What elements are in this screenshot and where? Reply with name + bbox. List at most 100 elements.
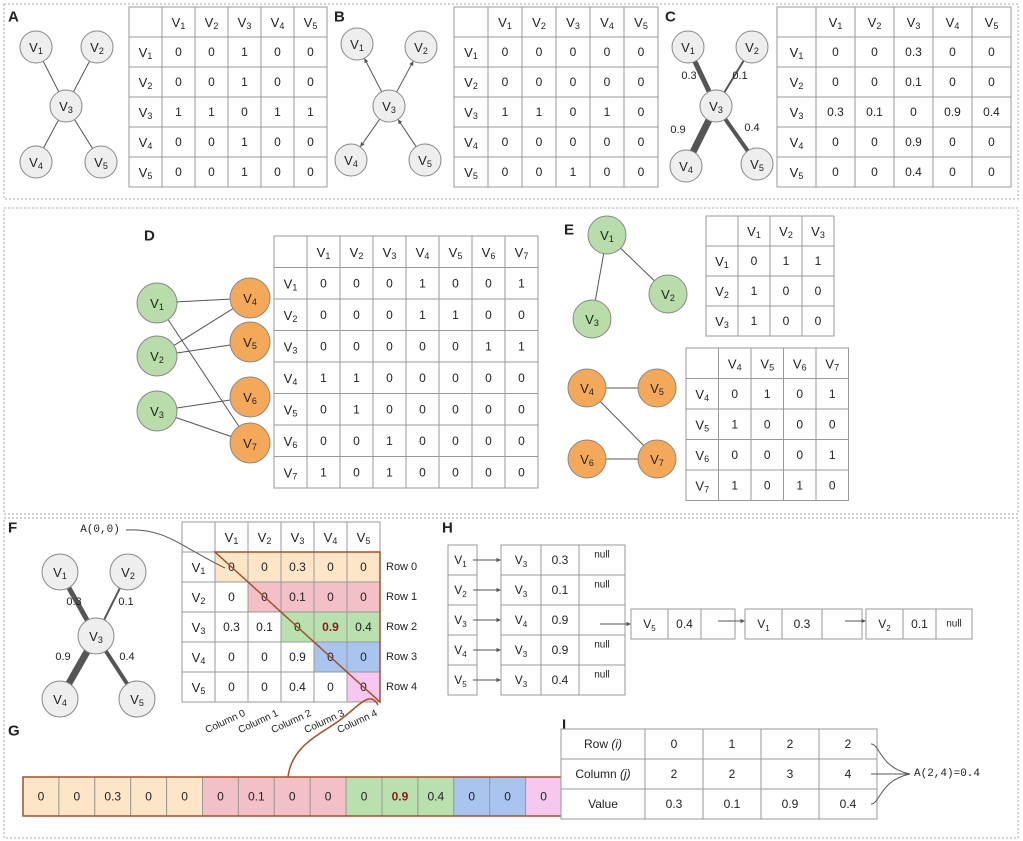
panel-G-value: 0 <box>74 790 81 804</box>
panel-D-table-cell <box>273 424 308 457</box>
panel-H-list-value: V4 <box>515 613 528 629</box>
panel-E-table-2-cell <box>783 408 817 440</box>
panel-B-table-value: 0 <box>502 75 509 89</box>
panel-D-table-value: 1 <box>320 371 327 385</box>
panel-D-table-cell <box>306 393 341 426</box>
panel-C-edge <box>723 117 750 153</box>
panel-B-node-label: V5 <box>418 153 432 170</box>
panel-F-table-cell <box>181 551 216 583</box>
panel-D-table-cell <box>438 456 473 489</box>
panel-G-label: G <box>8 723 20 740</box>
panel-D-table-cell <box>471 456 506 489</box>
panel-H-chain-value: 0.4 <box>676 617 693 631</box>
panel-F-weight: 0.3 <box>66 596 81 608</box>
panel-G-cell <box>381 776 419 817</box>
panel-I-cell <box>702 728 762 760</box>
panel-F-table-cell <box>280 581 315 613</box>
panel-F-table-row-label: V5 <box>192 680 206 697</box>
panel-B-table-value: 0 <box>638 75 645 89</box>
panel-D-table-value: 1 <box>353 402 360 416</box>
panel-D-node-label: V3 <box>150 404 164 421</box>
panel-I-row-header: Row (i) <box>584 737 622 751</box>
panel-F-table-row-label: V3 <box>192 620 206 637</box>
panel-E-edge <box>599 401 645 446</box>
panel-D-table-value: 0 <box>386 371 393 385</box>
panel-C-node-label: V1 <box>681 40 695 57</box>
panel-G-value: 0.1 <box>248 790 265 804</box>
panel-G-value: 0.3 <box>104 790 121 804</box>
panel-H-list-value: 0.3 <box>552 553 569 567</box>
panel-E-table-2-cell <box>815 469 849 501</box>
panel-F-table-cell <box>280 521 315 553</box>
panel-C-table-header: V1 <box>829 15 843 32</box>
panel-A-table-cell <box>293 36 328 68</box>
panel-B-table-value: 0 <box>604 45 611 59</box>
panel-F-edge <box>66 586 90 622</box>
panel-E-table-2-cell <box>685 408 719 440</box>
panel-A-table-cell <box>161 126 196 158</box>
panel-D-table-cell <box>504 361 539 394</box>
panel-E-table-1-cell <box>769 305 803 337</box>
panel-E-table-2-cell <box>815 408 849 440</box>
panel-A-table-value: 0 <box>208 165 215 179</box>
panel-C-table-cell <box>815 156 856 188</box>
panel-B-table-value: 0 <box>638 45 645 59</box>
panel-D-table-value: 0 <box>452 276 459 290</box>
panel-G-value: 0 <box>361 790 368 804</box>
panel-C-node <box>735 30 769 64</box>
panel-C-node-label: V5 <box>750 157 764 174</box>
panel-H-chain-value: V1 <box>757 617 770 633</box>
panel-E-table-2-cell <box>750 469 784 501</box>
panel-B-arrow <box>359 118 381 148</box>
panel-A-table-row-label: V4 <box>139 135 153 152</box>
panel-C-table-header: V3 <box>907 15 921 32</box>
panel-E-node <box>637 368 677 408</box>
panel-A-node <box>19 145 53 179</box>
panel-I-annotation: A(2,4)=0.4 <box>914 768 980 780</box>
panel-C-table-header: V2 <box>868 15 882 32</box>
panel-D-table-value: 1 <box>419 308 426 322</box>
panel-E-node-label: V3 <box>585 312 599 329</box>
panel-H-chain-cell <box>667 608 702 640</box>
panel-F-table-cell <box>247 521 282 553</box>
panel-I-row-header: Value <box>588 797 618 811</box>
panel-E-table-1-value: 0 <box>783 314 790 328</box>
panel-B-table-cell <box>623 156 659 188</box>
panel-B-node <box>408 143 442 177</box>
panel-F-table-value: 0 <box>261 560 268 574</box>
panel-F-node-label: V4 <box>53 692 67 709</box>
panel-B-label: B <box>334 9 345 26</box>
panel-C-table-value: 0.1 <box>905 75 922 89</box>
panel-A-table-value: 0 <box>274 75 281 89</box>
panel-I-value: 2 <box>787 737 794 751</box>
panel-B-table-cell <box>623 36 659 68</box>
panel-H-list-value: 0.4 <box>552 673 569 687</box>
panel-F-table-header: V2 <box>258 530 272 547</box>
panel-D-table-value: 0 <box>353 339 360 353</box>
panel-D-node <box>229 422 271 464</box>
panel-A-node <box>49 89 83 123</box>
panel-E-table-2-value: 0 <box>731 387 738 401</box>
panel-D-node <box>136 282 178 324</box>
panel-D-table-value: 0 <box>452 371 459 385</box>
panel-A-label: A <box>8 9 19 26</box>
panel-C-node <box>699 89 733 123</box>
panel-D-table-value: 1 <box>386 465 393 479</box>
panel-H-list-value: V3 <box>515 583 528 599</box>
panel-C-table-row-label: V1 <box>790 45 804 62</box>
panel-I-cell <box>760 758 820 790</box>
panel-C-table-cell <box>932 6 973 38</box>
panel-C-table-cell <box>971 36 1012 68</box>
panel-D-table-row-label: V4 <box>284 370 298 387</box>
panel-D-node-label: V6 <box>243 390 257 407</box>
panel-E-table-2-value: 0 <box>796 448 803 462</box>
panel-H-list-value: V3 <box>515 673 528 689</box>
panel-D-table-cell <box>405 361 440 394</box>
panel-D-table-header: V3 <box>383 244 397 261</box>
panel-C-table-value: 0 <box>832 45 839 59</box>
panel-E-table-1-cell <box>769 215 803 247</box>
panel-E-table-1-value: 1 <box>783 254 790 268</box>
panel-G-value: 0 <box>325 790 332 804</box>
panel-F-table-value: 0.1 <box>289 590 306 604</box>
panel-C-table-value: 0 <box>949 165 956 179</box>
